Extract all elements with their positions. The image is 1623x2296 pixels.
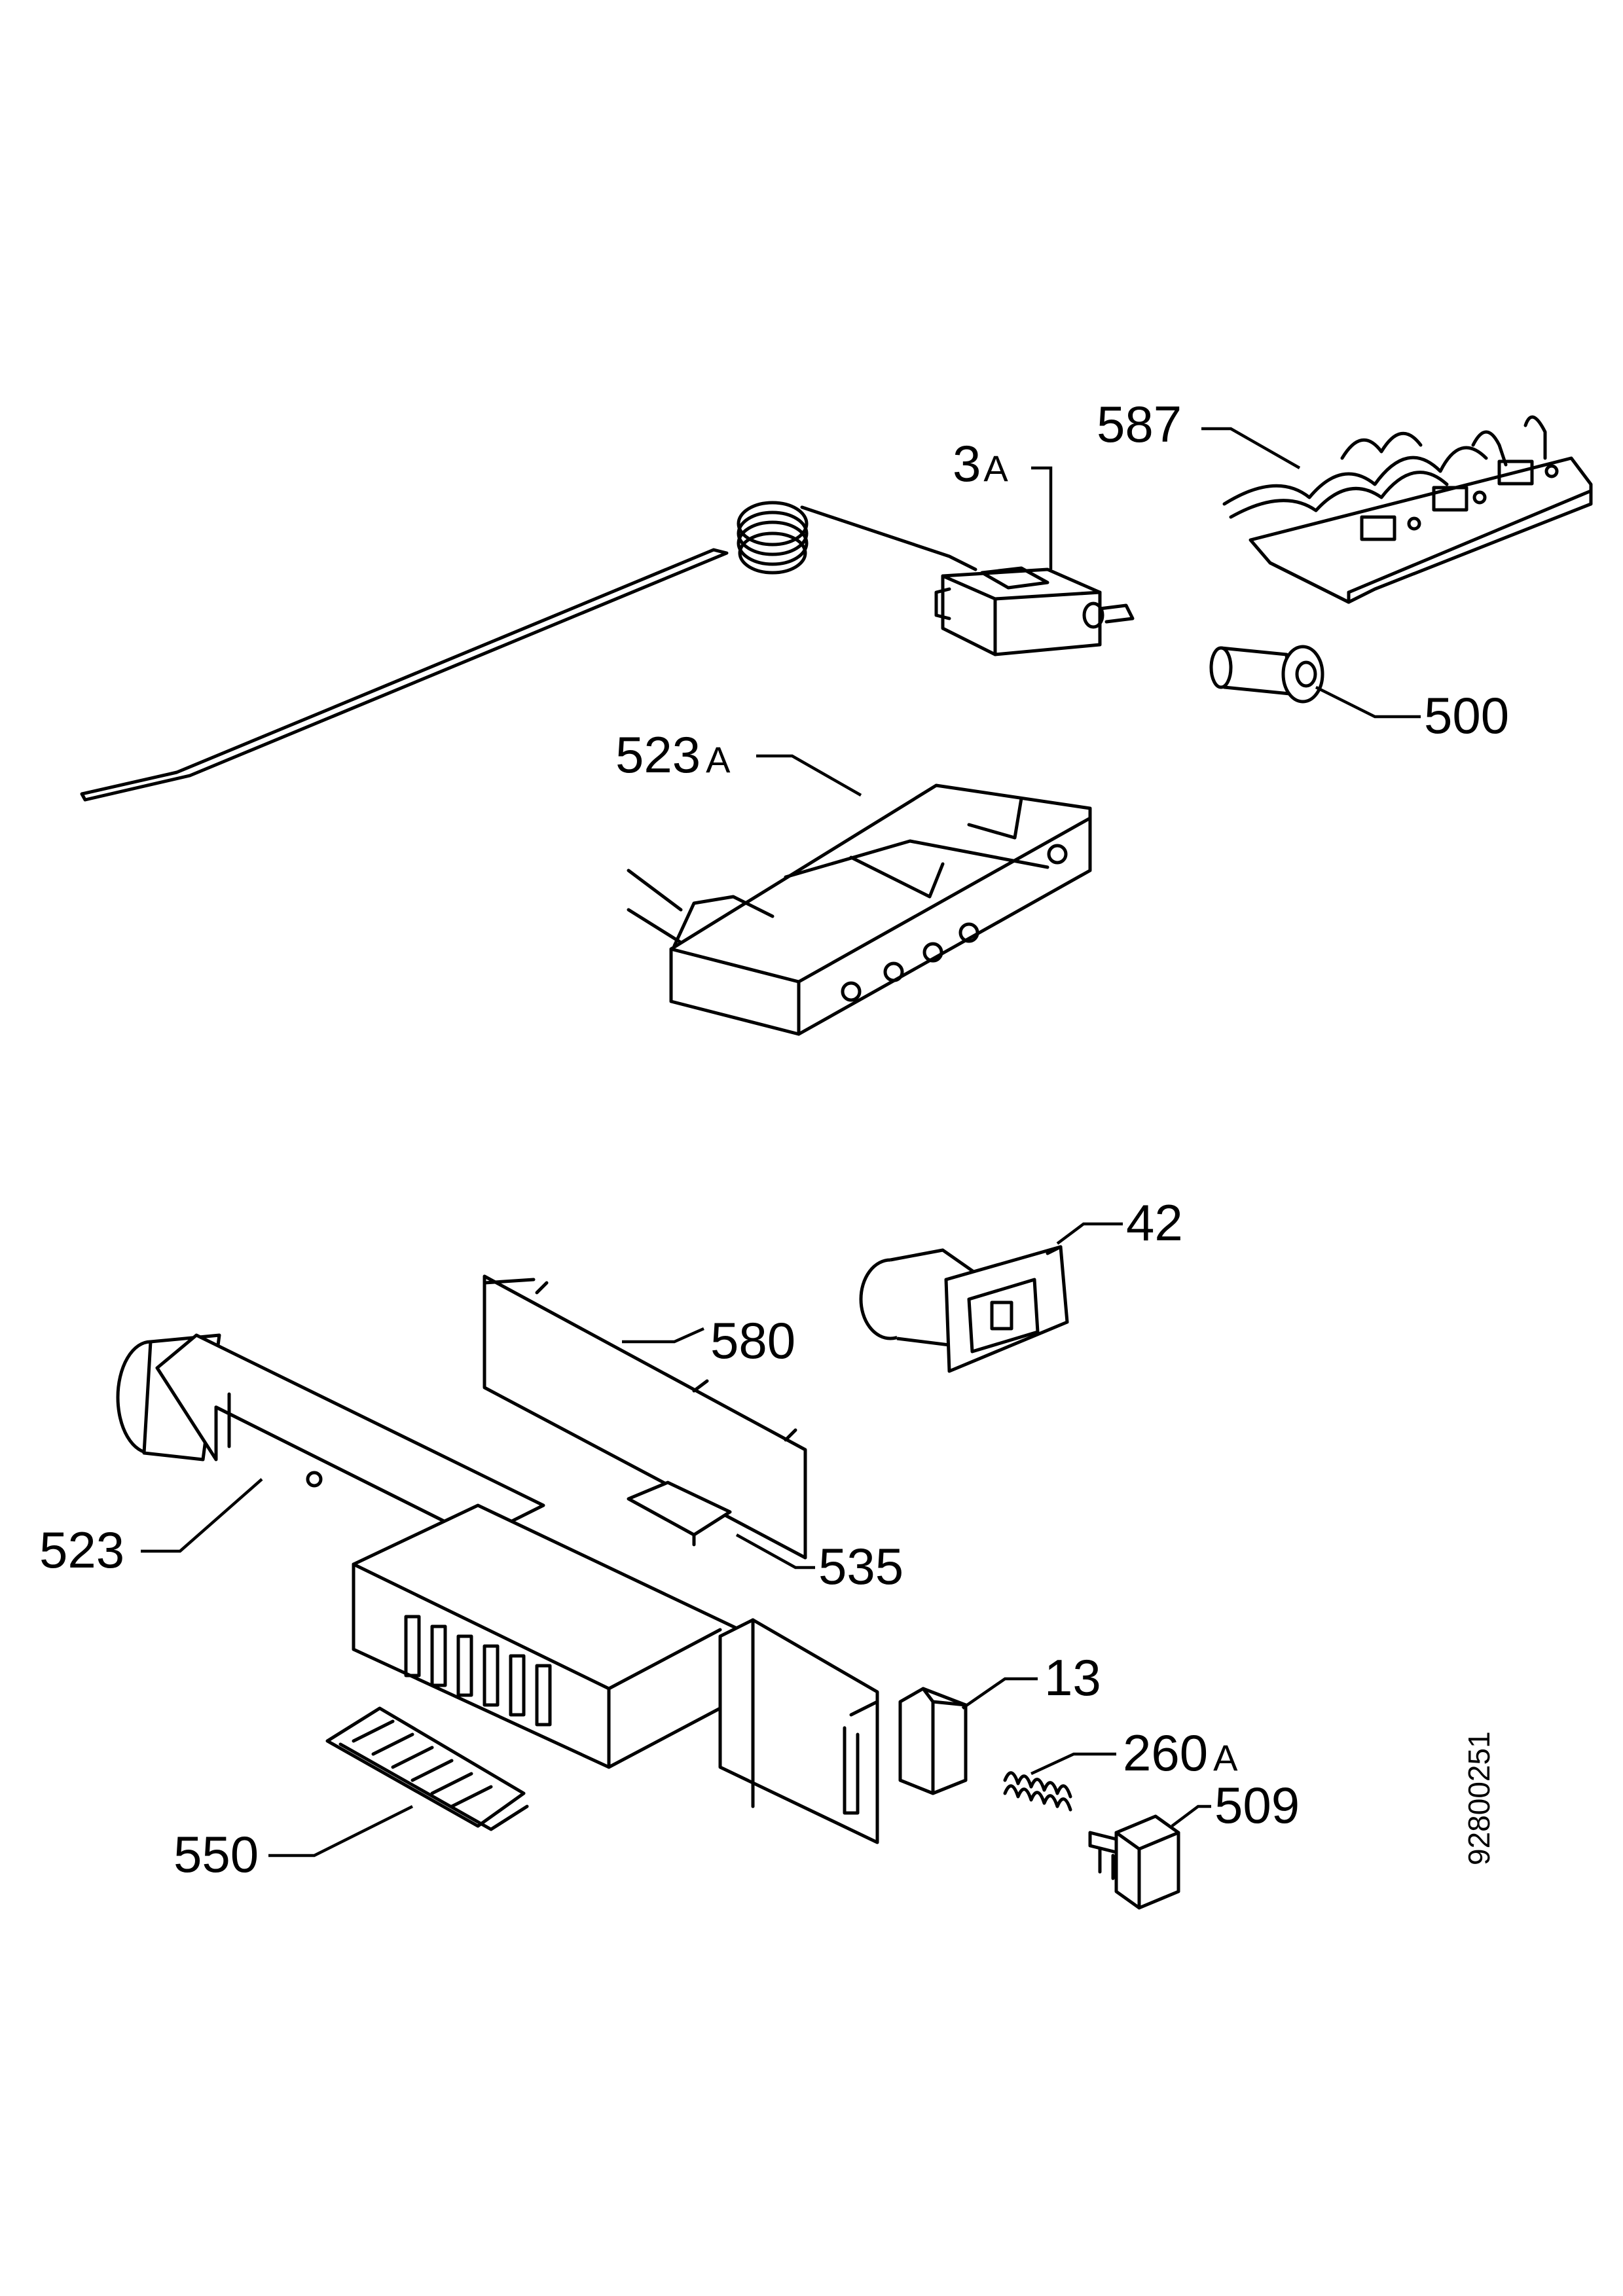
terminal-block-587 [1222,415,1593,604]
duct-housing-523 [116,1333,879,1844]
label-42: 42 [1126,1194,1183,1251]
thermostat-3a [80,501,1135,802]
label-509: 509 [1214,1776,1300,1834]
plate-535 [627,1480,732,1547]
switch-509 [1088,1814,1180,1910]
label-587: 587 [1097,395,1182,453]
spring-260a [1003,1771,1072,1812]
document-number: 92800251 [1462,1731,1496,1865]
switch-button-13 [898,1687,968,1795]
leader-lines [141,427,1421,1857]
label-523: 523 [39,1521,124,1579]
label-3a: 3A [953,435,1008,492]
switch-housing-523a [627,783,1092,1036]
label-580: 580 [710,1312,795,1369]
label-13: 13 [1044,1649,1101,1706]
lamp-holder-42 [859,1245,1069,1373]
cover-580 [483,1274,807,1560]
label-500: 500 [1424,687,1509,744]
label-535: 535 [818,1537,903,1595]
knob-500 [1209,645,1324,704]
grille-550 [325,1706,529,1831]
label-550: 550 [173,1825,259,1883]
